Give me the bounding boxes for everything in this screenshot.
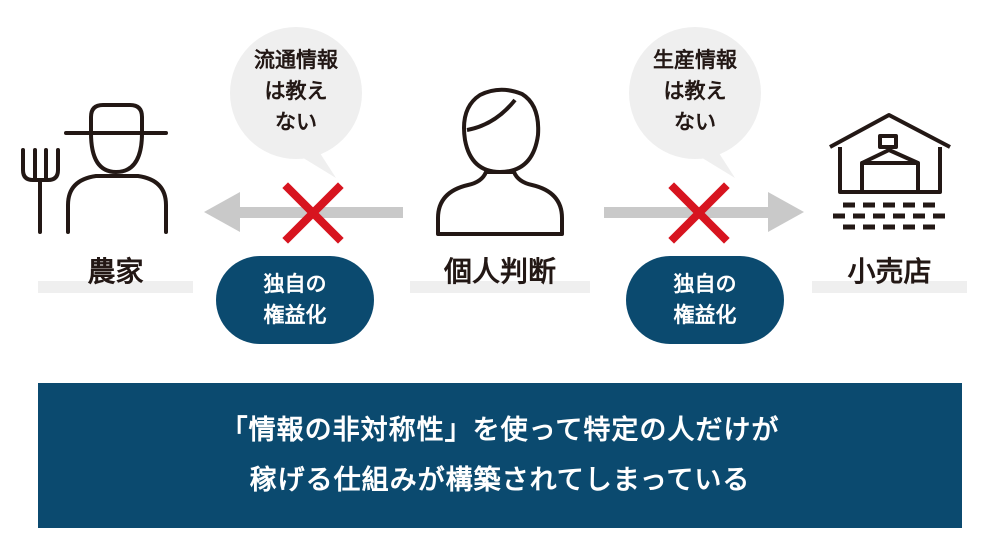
left-bubble-line: ない: [275, 110, 317, 134]
left-pill-line: 権益化: [263, 303, 327, 327]
right-bubble-line: 生産情報: [653, 48, 737, 72]
left-bubble-line: は教え: [264, 79, 328, 103]
person-icon: [436, 87, 564, 236]
right-bubble-line: ない: [674, 110, 716, 134]
right-arrow: [604, 192, 804, 232]
right-bubble-line: は教え: [663, 79, 727, 103]
right-bubble-text: 生産情報 は教え ない: [635, 45, 755, 138]
farmer-label: 農家: [87, 255, 144, 288]
retailer-label-underline: [812, 281, 967, 293]
individual-label: 個人判断: [443, 255, 556, 288]
farmer-with-pitchfork-icon: [21, 103, 168, 234]
banner-line: 「情報の非対称性」を使って特定の人だけが: [220, 414, 780, 446]
store-icon: [829, 113, 951, 230]
right-pill-line: 権益化: [673, 303, 737, 327]
left-monopoly-badge: 独自の 権益化: [216, 256, 374, 344]
individual-label-underline: [410, 281, 590, 293]
left-speech-bubble: [230, 27, 362, 178]
right-cross-icon: [668, 182, 730, 244]
right-monopoly-badge: 独自の 権益化: [626, 256, 784, 344]
farmer-label-underline: [38, 281, 193, 293]
left-cross-icon: [282, 182, 344, 244]
left-pill-line: 独自の: [263, 272, 327, 296]
left-bubble-line: 流通情報: [254, 48, 338, 72]
banner-line: 稼げる仕組みが構築されてしまっている: [249, 464, 751, 496]
left-bubble-text: 流通情報 は教え ない: [236, 45, 356, 138]
retailer-label: 小売店: [847, 255, 932, 288]
right-pill-line: 独自の: [673, 272, 737, 296]
summary-banner: 「情報の非対称性」を使って特定の人だけが 稼げる仕組みが構築されてしまっている: [38, 383, 962, 528]
right-speech-bubble: [629, 27, 761, 178]
